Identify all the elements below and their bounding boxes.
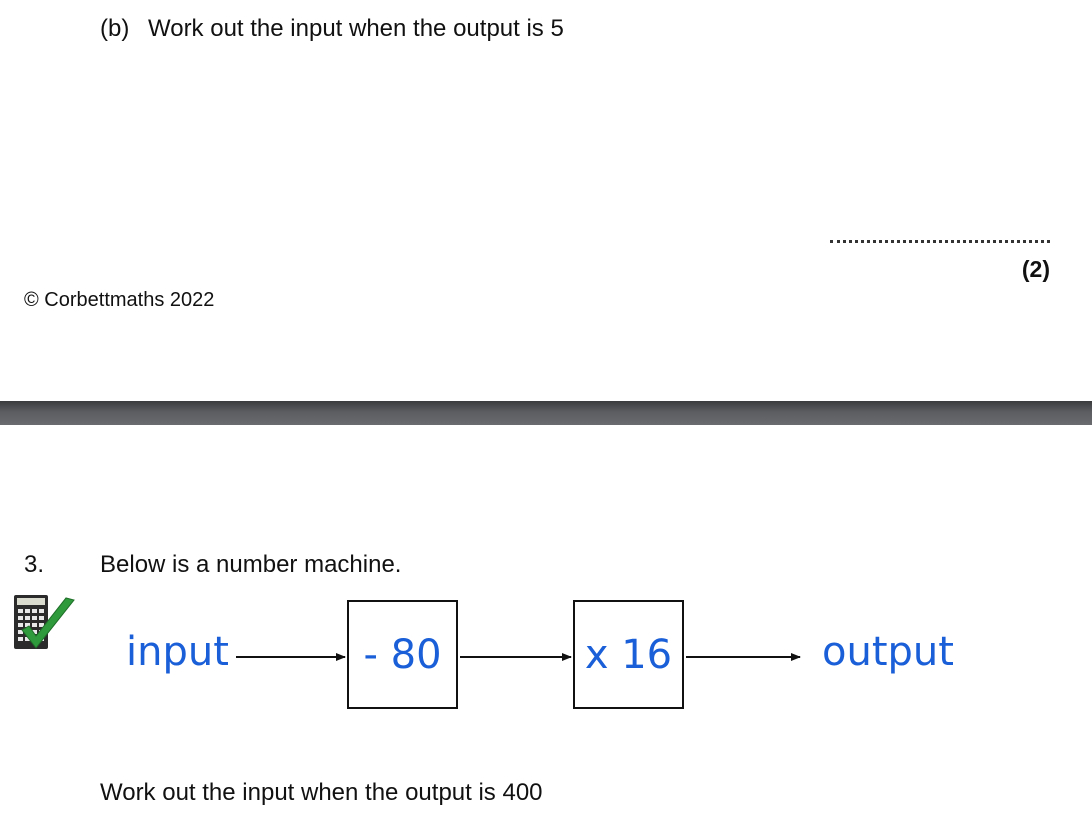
machine-step-subtract-text: - 80 [363,631,442,678]
machine-input-label: input [126,629,229,675]
machine-output-label: output [822,629,954,675]
machine-step-subtract: - 80 [347,600,458,709]
question-prompt: Work out the input when the output is 40… [100,779,543,806]
machine-step-multiply-text: x 16 [584,631,673,678]
question-intro: Below is a number machine. [100,551,402,578]
question-number: 3. [24,551,45,578]
machine-step-multiply: x 16 [573,600,684,709]
page-divider [0,401,1092,425]
question-part-label: (b) [100,15,130,42]
answer-line[interactable] [830,226,1050,243]
calculator-allowed-icon [14,595,75,649]
marks-label: (2) [1021,256,1050,282]
copyright-footer: © Corbettmaths 2022 [24,289,215,311]
question-text: Work out the input when the output is 5 [148,15,564,42]
